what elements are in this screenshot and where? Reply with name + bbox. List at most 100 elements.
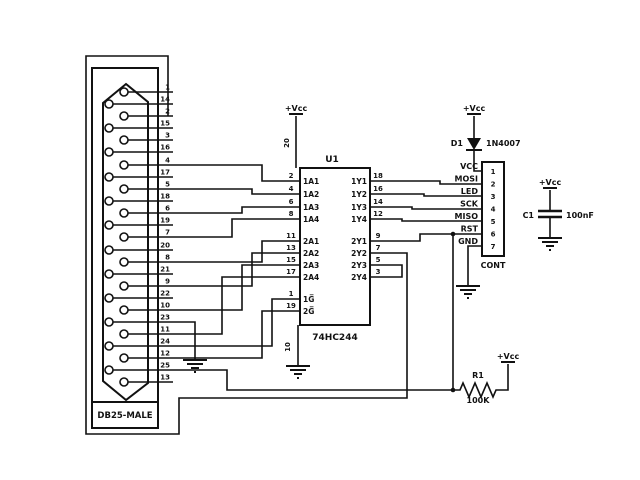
wire-reset-bottom — [173, 369, 453, 391]
db25-pin-circle — [119, 208, 129, 218]
db25-pin-number: 22 — [160, 290, 170, 298]
net-label-led: LED — [461, 187, 479, 196]
ic-pin-number: 11 — [286, 232, 296, 240]
resistor-r1: R1 100K — [467, 371, 491, 405]
ic-body — [299, 167, 371, 326]
wire-2a4 — [173, 276, 283, 335]
ic-pin-number: 5 — [376, 256, 381, 264]
ic-pin-number: 12 — [373, 210, 383, 218]
db25-pin: 14 — [104, 96, 173, 109]
db25-pin-number: 7 — [165, 229, 170, 237]
db25-pin: 9 — [119, 278, 173, 291]
capacitor-value: 100nF — [566, 211, 594, 220]
wires — [85, 55, 551, 435]
cont-pin-number: 5 — [491, 218, 496, 226]
vcc-symbol-resistor — [495, 351, 521, 363]
wire-sck — [387, 206, 482, 210]
db25-pin-circle — [119, 305, 129, 315]
db25-pin-number: 15 — [160, 120, 170, 128]
ic-pin-number: 13 — [286, 244, 296, 252]
wire-1a2 — [173, 188, 283, 195]
db25-pin-number: 21 — [160, 266, 170, 274]
ic-pin-number: 6 — [289, 198, 294, 206]
net-label-mosi: MOSI — [455, 175, 479, 184]
db25-pin: 2 — [119, 108, 173, 121]
ic-pin-name: 1A4 — [303, 215, 319, 224]
ic-pin-number: 8 — [289, 210, 294, 218]
wire-2a2 — [173, 252, 283, 287]
ic-u1: U1 74HC244 20 10 21A141A261A381A4112A113… — [283, 138, 387, 352]
db25-pin-circle — [104, 293, 114, 303]
ic-gnd-pin-number: 10 — [284, 342, 292, 352]
diode-d1: D1 1N4007 — [451, 138, 521, 151]
ic-pin-number: 14 — [373, 198, 383, 206]
ic-pin-name: 1A2 — [303, 190, 319, 199]
db25-pin-number: 6 — [165, 205, 170, 213]
cont-pin-number: 2 — [491, 181, 496, 189]
ic-pin-name: 2A2 — [303, 249, 319, 258]
db25-pin-number: 9 — [165, 278, 170, 286]
ic-vcc-pin-number: 20 — [283, 138, 291, 148]
cont-pin-number: 7 — [491, 243, 496, 251]
db25-pin-circle — [104, 245, 114, 255]
cont-pin-number: 1 — [491, 168, 496, 176]
db25-pin-circle — [119, 257, 129, 267]
ic-pin-name: 1Y2 — [351, 190, 367, 199]
ic-pin-name: 1Y1 — [351, 177, 367, 186]
ic-pin-name: 2Y4 — [351, 273, 367, 282]
ic-left-pin: 6 1A3 — [283, 198, 319, 212]
wire-1a4 — [173, 218, 283, 238]
db25-pin: 7 — [119, 229, 173, 242]
db25-pin-circle — [119, 329, 129, 339]
db25-pin: 12 — [119, 350, 173, 363]
vcc-symbol-cap — [537, 177, 563, 189]
ic-left-pin-group: 21A141A261A381A4112A1132A2152A3172A411G̅… — [283, 172, 319, 316]
db25-pin-circle — [119, 184, 129, 194]
ic-pin-number: 18 — [373, 172, 383, 180]
db25-pin-number: 17 — [160, 169, 170, 177]
ic-pin-name: 1A3 — [303, 203, 319, 212]
db25-pin: 17 — [104, 169, 173, 182]
resistor-value: 100K — [467, 396, 491, 405]
db25-pin-circle — [104, 365, 114, 375]
vcc-symbol-diode — [461, 103, 487, 115]
capacitor-c1: C1 100nF — [523, 209, 594, 220]
db25-pin-number: 8 — [165, 254, 170, 262]
db25-pin-circle — [119, 87, 129, 97]
db25-pin: 22 — [104, 290, 173, 303]
ic-pin-number: 4 — [289, 185, 294, 193]
ic-pin-name: 1A1 — [303, 177, 319, 186]
db25-pin: 21 — [104, 266, 173, 279]
ic-pin-name: 2A4 — [303, 273, 319, 282]
db25-pin-number: 4 — [165, 157, 170, 165]
wire-2y3-2y4 — [387, 264, 403, 278]
ic-pin-name: 2Y2 — [351, 249, 367, 258]
db25-pin: 4 — [119, 157, 173, 170]
db25-pin: 25 — [104, 362, 173, 375]
ic-left-pin: 4 1A2 — [283, 185, 319, 199]
db25-pin-number: 25 — [160, 362, 170, 370]
db25-pin-circle — [119, 353, 129, 363]
db25-pin: 10 — [119, 302, 173, 315]
db25-pin: 6 — [119, 205, 173, 218]
ic-right-pin: 18 1Y1 — [351, 172, 387, 186]
wire-2g — [173, 310, 283, 359]
ic-pin-number: 9 — [376, 232, 381, 240]
cont-pin-number: 3 — [491, 193, 496, 201]
db25-pin-circle — [104, 196, 114, 206]
db25-pin: 13 — [119, 374, 173, 387]
cont-label: CONT — [481, 261, 506, 270]
wire-1a1 — [173, 164, 283, 182]
ic-pin-number: 16 — [373, 185, 383, 193]
db25-pin-circle — [104, 99, 114, 109]
db25-pin-number: 18 — [160, 193, 170, 201]
